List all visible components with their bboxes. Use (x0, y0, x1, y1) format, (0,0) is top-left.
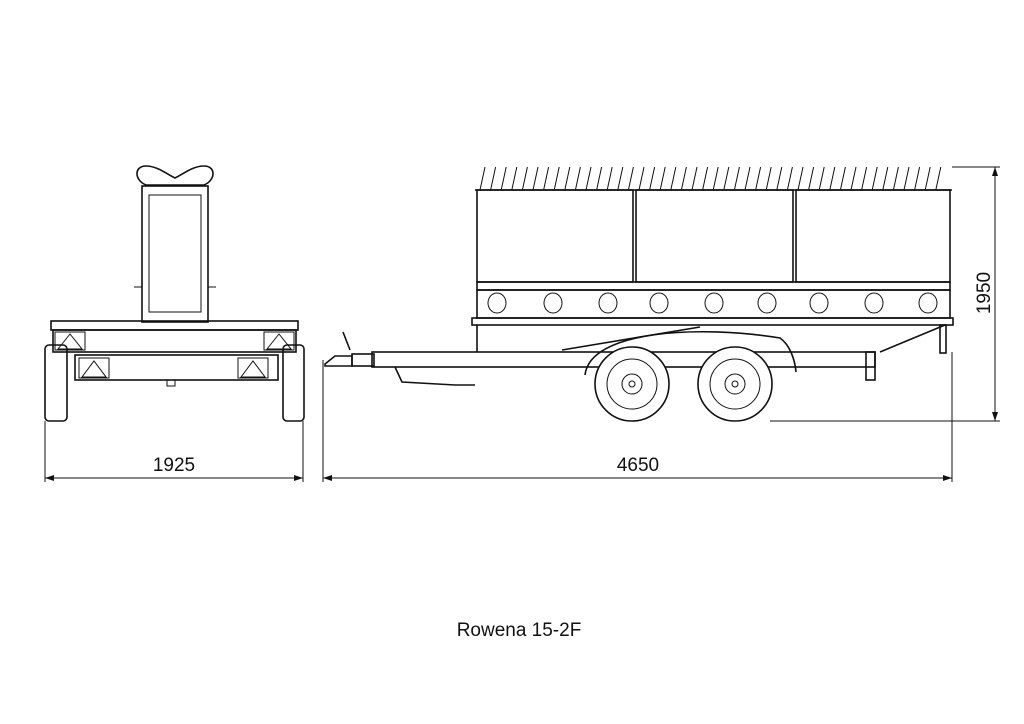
rear-hitch-plate (166, 379, 176, 387)
rear-view (44, 165, 305, 422)
rear-light-left (54, 331, 86, 351)
canopy-bow (649, 166, 656, 191)
canopy-bow (490, 166, 497, 191)
reflector-triangle-icon (240, 360, 266, 378)
canopy-bow (850, 166, 857, 191)
side-board-hole (487, 292, 507, 314)
rear-lamp-right (237, 357, 269, 379)
canopy-bows (479, 166, 942, 191)
canopy-bow (808, 166, 815, 191)
canopy-bow (786, 166, 793, 191)
rear-wheel-left (44, 344, 68, 422)
rear-wheel-right (282, 344, 305, 422)
reflector-triangle-icon (265, 333, 293, 350)
canopy-bow (776, 166, 783, 191)
side-board-holes (487, 292, 938, 314)
rear-bumper (74, 354, 279, 381)
canopy-bow (755, 166, 762, 191)
rear-mast-inner (148, 194, 202, 313)
wheel-front (594, 346, 670, 422)
canopy-bow (702, 166, 709, 191)
canopy-bow (839, 166, 846, 191)
reflector-triangle-icon (56, 333, 84, 350)
canopy-bow (617, 166, 624, 191)
side-board-hole (704, 292, 724, 314)
side-board-hole (598, 292, 618, 314)
canopy-bow (479, 166, 486, 191)
side-board-hole (649, 292, 669, 314)
canopy-bow (511, 166, 518, 191)
rear-mast-outer (141, 185, 209, 323)
canopy-bow (680, 166, 687, 191)
coupling-ball (324, 355, 353, 367)
canopy-bow (500, 166, 507, 191)
side-board-hole (864, 292, 884, 314)
canopy-bow (670, 166, 677, 191)
canopy-panel (795, 189, 951, 283)
canopy-bow (892, 166, 899, 191)
canopy-bow (585, 166, 592, 191)
side-board-hole (809, 292, 829, 314)
canopy-bow (638, 166, 645, 191)
fender (584, 330, 797, 376)
reflector-triangle-icon (81, 360, 107, 378)
rear-saddle (136, 165, 214, 186)
canopy-bow (553, 166, 560, 191)
canopy-bow (733, 166, 740, 191)
rear-light-right (263, 331, 295, 351)
rear-strut (879, 324, 946, 353)
canopy-bow (903, 166, 910, 191)
canopy-bow (543, 166, 550, 191)
canopy-bow (797, 166, 804, 191)
side-view (324, 166, 954, 422)
canopy-bow (532, 166, 539, 191)
rear-lamp-left (78, 357, 110, 379)
side-board-hole (757, 292, 777, 314)
side-board-hole (918, 292, 938, 314)
canopy-bow (924, 166, 931, 191)
rear-box (52, 329, 297, 353)
canopy-panel (635, 189, 794, 283)
canopy-bow (914, 166, 921, 191)
dimension-length-label: 4650 (617, 455, 659, 476)
canopy-bow (691, 166, 698, 191)
canopy-bow (521, 166, 528, 191)
wheel-rear (697, 346, 773, 422)
canopy-bow (564, 166, 571, 191)
canopy-bow (712, 166, 719, 191)
canopy-bow (871, 166, 878, 191)
side-frame-rail (471, 317, 954, 326)
canopy-bow (627, 166, 634, 191)
side-top-band (476, 281, 951, 291)
canopy-bow (659, 166, 666, 191)
dimension-width-label: 1925 (153, 455, 195, 476)
canopy-bow (723, 166, 730, 191)
jockey-wheel (394, 366, 475, 386)
canopy-bow (606, 166, 613, 191)
dimension-height-label: 1950 (974, 272, 995, 314)
coupling-head (351, 353, 375, 367)
canopy-bow (882, 166, 889, 191)
handbrake-lever (342, 331, 351, 351)
canopy-bow (765, 166, 772, 191)
canopy-bow (818, 166, 825, 191)
canopy-bow (935, 166, 942, 191)
side-board-hole (543, 292, 563, 314)
rear-stand (939, 324, 947, 354)
dimension-lines: 1925 4650 1950 (44, 166, 1000, 482)
canopy-panel (476, 189, 634, 283)
rear-support-leg (865, 351, 876, 381)
drawing-title: Rowena 15-2F (456, 620, 582, 641)
canopy-bow (829, 166, 836, 191)
canopy-bow (596, 166, 603, 191)
canopy-bow (861, 166, 868, 191)
canopy-bow (744, 166, 751, 191)
canopy-bow (574, 166, 581, 191)
